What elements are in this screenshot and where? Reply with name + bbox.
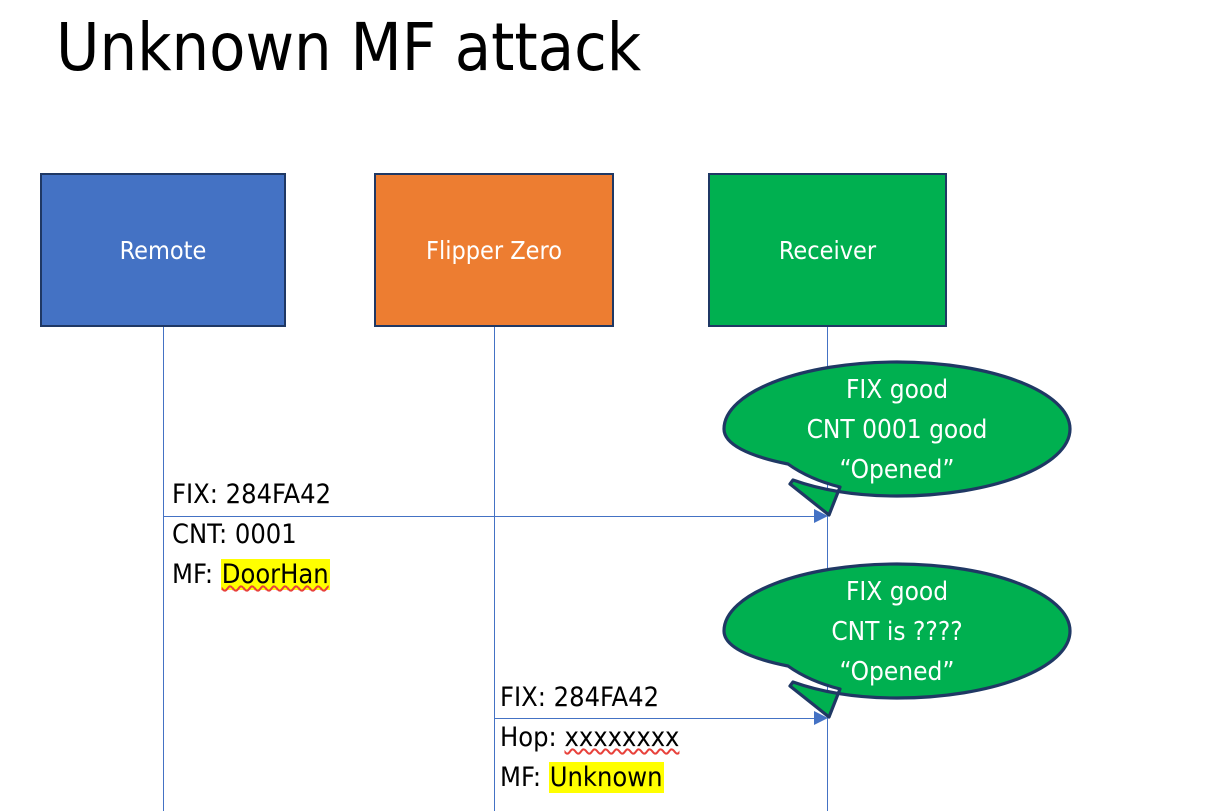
message-label-1: FIX: 284FA42 CNT: 0001 MF: DoorHan (172, 475, 331, 595)
message-1-line-2: CNT: 0001 (172, 519, 297, 550)
message-1-mf-prefix: MF: (172, 559, 221, 590)
message-2-mf-value: Unknown (548, 762, 664, 793)
message-1-mf-value: DoorHan (220, 559, 330, 590)
message-arrow-line-1 (163, 516, 815, 517)
message-label-2: FIX: 284FA42 Hop: xxxxxxxx MF: Unknown (500, 678, 679, 798)
message-2-line-2: Hop: xxxxxxxx (500, 718, 679, 758)
message-1-line-1: FIX: 284FA42 (172, 479, 332, 510)
actor-box-receiver[interactable]: Receiver (708, 173, 947, 327)
actor-label-remote: Remote (119, 235, 207, 265)
actor-label-flipper: Flipper Zero (426, 235, 562, 265)
callout-1-shape (722, 360, 1072, 517)
message-2-mf-prefix: MF: (500, 762, 549, 793)
callout-2-shape (722, 562, 1072, 719)
actor-box-remote[interactable]: Remote (40, 173, 286, 327)
actor-label-receiver: Receiver (778, 235, 877, 265)
message-2-hop-prefix: Hop: (500, 722, 565, 753)
actor-box-flipper[interactable]: Flipper Zero (374, 173, 614, 327)
message-1-line-3: MF: DoorHan (172, 555, 331, 595)
lifeline-remote (163, 327, 164, 811)
message-arrow-line-2 (494, 718, 815, 719)
callout-bubble-2[interactable]: FIX good CNT is ???? “Opened” (722, 562, 1072, 720)
message-2-hop-value: xxxxxxxx (564, 722, 680, 753)
page-title: Unknown MF attack (56, 9, 642, 86)
message-2-line-3: MF: Unknown (500, 758, 679, 798)
callout-bubble-1[interactable]: FIX good CNT 0001 good “Opened” (722, 360, 1072, 518)
lifeline-flipper (494, 327, 495, 811)
message-2-line-1: FIX: 284FA42 (500, 682, 660, 713)
